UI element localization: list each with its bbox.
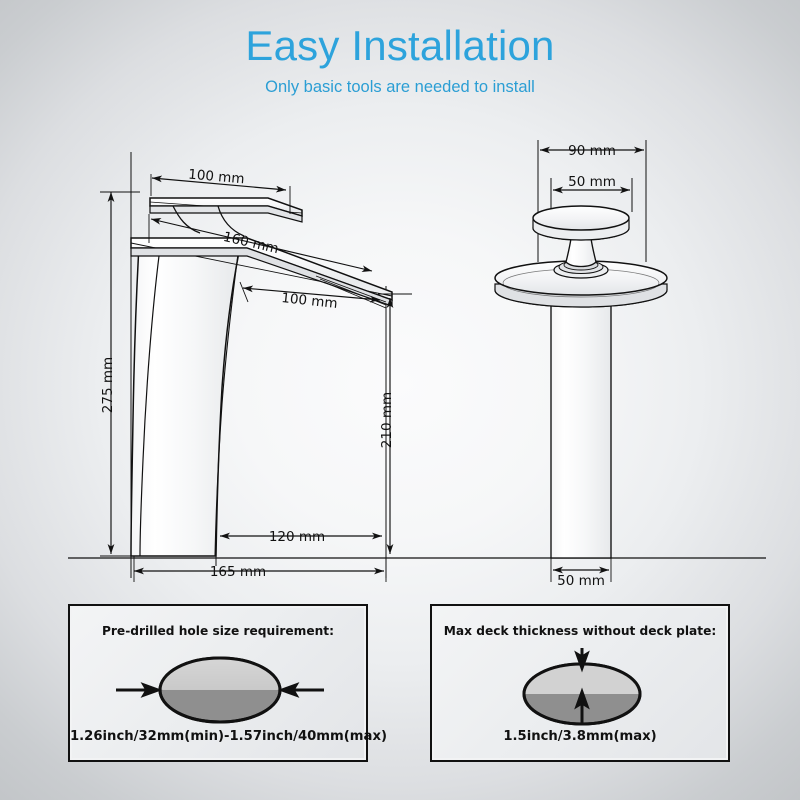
info-box-value: 1.5inch/3.8mm(max) xyxy=(503,729,657,744)
dim-label-reach-100: 100 mm xyxy=(281,290,339,312)
info-box-value: 1.26inch/32mm(min)-1.57inch/40mm(max) xyxy=(70,729,387,744)
dim-label-120: 120 mm xyxy=(269,529,325,545)
info-box-caption: Pre-drilled hole size requirement: xyxy=(101,624,334,638)
dim-label-handle-50: 50 mm xyxy=(568,174,616,190)
dim-line-handle-100 xyxy=(151,175,287,193)
page-title: Easy Installation xyxy=(245,22,555,69)
header: Easy Installation Only basic tools are n… xyxy=(0,22,800,98)
dim-line-spout-160 xyxy=(150,217,373,273)
page-subtitle: Only basic tools are needed to install xyxy=(265,78,535,96)
deck-thickness-icon xyxy=(522,648,642,726)
dim-label-shank-50: 50 mm xyxy=(557,573,605,589)
faucet-body xyxy=(130,244,240,557)
info-box-max-deck-thickness: Max deck thickness without deck plate: 1… xyxy=(430,604,730,762)
handle-cap xyxy=(532,205,630,231)
dim-label-165: 165 mm xyxy=(210,564,266,580)
dim-label-handle-100: 100 mm xyxy=(188,167,246,188)
dim-label-height-275: 275 mm xyxy=(100,357,116,413)
info-box-pre-drilled-hole: Pre-drilled hole size requirement: 1.26i… xyxy=(68,604,387,762)
faucet-shank xyxy=(550,295,612,559)
dim-label-90: 90 mm xyxy=(568,143,616,159)
dim-line-reach-100 xyxy=(242,285,381,303)
info-box-caption: Max deck thickness without deck plate: xyxy=(443,624,717,638)
hole-diagram-icon xyxy=(116,656,324,724)
dim-label-spout-height-210: 210 mm xyxy=(379,392,395,448)
